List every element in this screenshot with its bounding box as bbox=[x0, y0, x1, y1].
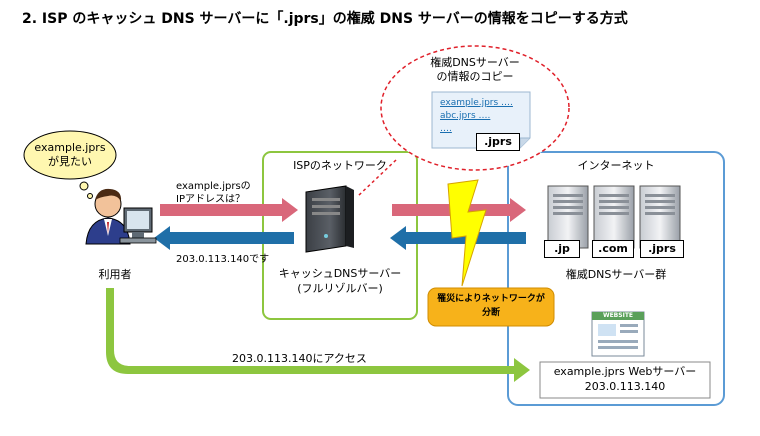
document-tag: .jprs bbox=[476, 133, 520, 151]
document-line: abc.jprs …. bbox=[440, 111, 491, 121]
server-icon bbox=[593, 185, 635, 249]
user-bubble-text: example.jprs が見たい bbox=[24, 141, 116, 169]
internet-box-label: インターネット bbox=[577, 159, 655, 172]
web-server-line2: 203.0.113.140 bbox=[584, 380, 666, 393]
response-arrow-to-isp bbox=[390, 226, 526, 250]
computer-icon bbox=[119, 207, 157, 244]
disaster-line2: 分断 bbox=[481, 308, 500, 318]
user-bubble-line1: example.jprs bbox=[34, 141, 106, 154]
server-icon bbox=[639, 185, 681, 249]
server-icon bbox=[547, 185, 589, 249]
copy-bubble-line1: 権威DNSサーバー bbox=[430, 56, 520, 69]
user-label: 利用者 bbox=[98, 268, 132, 281]
tld-label-jprs: .jprs bbox=[640, 240, 684, 258]
page-title: 2. ISP のキャッシュ DNS サーバーに「.jprs」の権威 DNS サー… bbox=[22, 11, 628, 27]
query-text: example.jprsの IPアドレスは？ bbox=[176, 180, 251, 206]
lightning-icon bbox=[447, 179, 487, 287]
web-server-box bbox=[539, 361, 711, 399]
query-line2: IPアドレスは？ bbox=[176, 194, 245, 205]
document-line: example.jprs …. bbox=[440, 98, 513, 108]
website-icon bbox=[591, 311, 645, 357]
web-server-label: example.jprs Webサーバー 203.0.113.140 bbox=[540, 364, 710, 394]
user-bubble-line2: が見たい bbox=[48, 155, 92, 168]
access-text: 203.0.113.140にアクセス bbox=[232, 352, 367, 365]
copy-bubble-line2: の情報のコピー bbox=[436, 70, 514, 83]
user-icon bbox=[85, 188, 131, 245]
answer-text: 203.0.113.140です bbox=[176, 254, 270, 265]
document-lines: example.jprs …. abc.jprs …. …. bbox=[440, 97, 513, 136]
response-arrow-to-user bbox=[154, 226, 294, 250]
cache-server-line2: (フルリゾルバー) bbox=[297, 282, 383, 295]
cache-server-line1: キャッシュDNSサーバー bbox=[278, 267, 402, 280]
disaster-line1: 罹災によりネットワークが bbox=[437, 294, 545, 304]
tld-label-jp: .jp bbox=[544, 240, 580, 258]
website-logo: WEBSITE bbox=[602, 312, 634, 319]
access-arrow bbox=[106, 288, 530, 382]
isp-box-label: ISPのネットワーク bbox=[293, 159, 387, 172]
disaster-callout bbox=[427, 287, 555, 327]
query-line1: example.jprsの bbox=[176, 181, 251, 192]
request-arrow-to-isp bbox=[160, 198, 298, 222]
document-line: …. bbox=[440, 124, 452, 134]
cache-server-label: キャッシュDNSサーバー (フルリゾルバー) bbox=[263, 266, 417, 296]
web-server-line1: example.jprs Webサーバー bbox=[553, 365, 697, 378]
copy-bubble-heading: 権威DNSサーバー の情報のコピー bbox=[415, 56, 535, 84]
server-icon bbox=[305, 185, 354, 253]
disaster-text: 罹災によりネットワークが 分断 bbox=[428, 292, 554, 320]
user-speech-bubble bbox=[23, 130, 117, 180]
tld-label-com: .com bbox=[592, 240, 634, 258]
authoritative-servers-label: 権威DNSサーバー群 bbox=[565, 268, 667, 281]
